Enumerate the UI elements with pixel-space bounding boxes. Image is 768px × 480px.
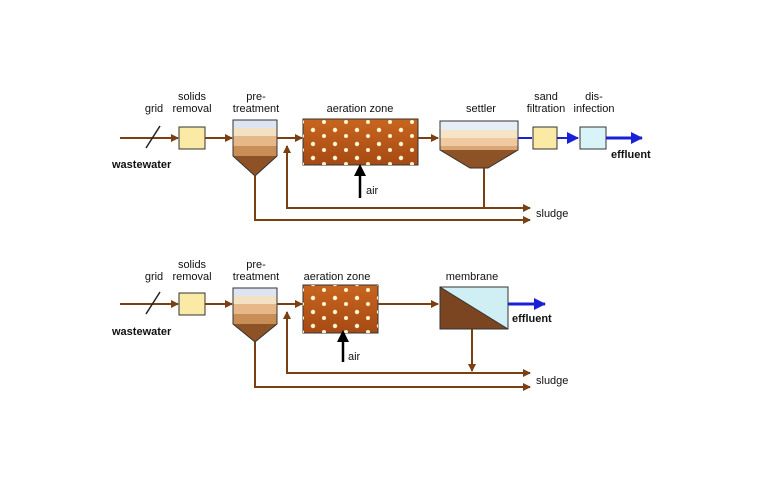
membrane-label: membrane <box>446 271 499 283</box>
aeration-tank <box>302 118 419 166</box>
grid-label: grid <box>145 103 163 115</box>
sludge-label: sludge <box>536 375 568 387</box>
pretreatment-sludge-line <box>254 342 531 391</box>
settler-label: settler <box>466 103 496 115</box>
sand-label-line1: sand <box>534 91 558 103</box>
air-label: air <box>366 185 379 197</box>
aeration-tank <box>302 284 379 334</box>
membrane-unit <box>439 286 509 330</box>
sludge-return-line <box>283 311 530 374</box>
pretreatment-label-line1: pre- <box>246 91 266 103</box>
wastewater-label: wastewater <box>111 326 172 338</box>
grid-bar <box>145 291 161 315</box>
pretreatment-sludge-line <box>254 176 531 224</box>
pretreatment-label-line2: treatment <box>233 103 279 115</box>
pretreatment-tank <box>232 287 278 343</box>
effluent-label: effluent <box>512 313 552 325</box>
disinfection-label-line1: dis- <box>585 91 603 103</box>
solids-label-line2: removal <box>172 271 211 283</box>
sludge-label: sludge <box>536 208 568 220</box>
membrane-process: grid solids removal pre- treatment aerat… <box>111 259 568 391</box>
solids-label-line1: solids <box>178 259 207 271</box>
sludge-return-line <box>283 145 485 209</box>
disinfection-label-line2: infection <box>574 103 615 115</box>
solids-removal-box <box>178 126 206 150</box>
grid-label: grid <box>145 271 163 283</box>
aeration-label: aeration zone <box>304 271 371 283</box>
air-label: air <box>348 351 361 363</box>
disinfection-box <box>579 126 607 150</box>
settler-tank <box>439 120 519 169</box>
sand-filtration-box <box>532 126 558 150</box>
sand-label-line2: filtration <box>527 103 566 115</box>
pretreatment-tank <box>232 119 278 177</box>
pretreatment-label-line1: pre- <box>246 259 266 271</box>
solids-label-line1: solids <box>178 91 207 103</box>
conventional-process: grid solids removal pre- treatment aerat… <box>111 91 651 224</box>
effluent-label: effluent <box>611 149 651 161</box>
pretreatment-label-line2: treatment <box>233 271 279 283</box>
solids-label-line2: removal <box>172 103 211 115</box>
solids-removal-box <box>178 292 206 316</box>
wastewater-label: wastewater <box>111 159 172 171</box>
aeration-label: aeration zone <box>327 103 394 115</box>
grid-bar <box>145 125 161 149</box>
